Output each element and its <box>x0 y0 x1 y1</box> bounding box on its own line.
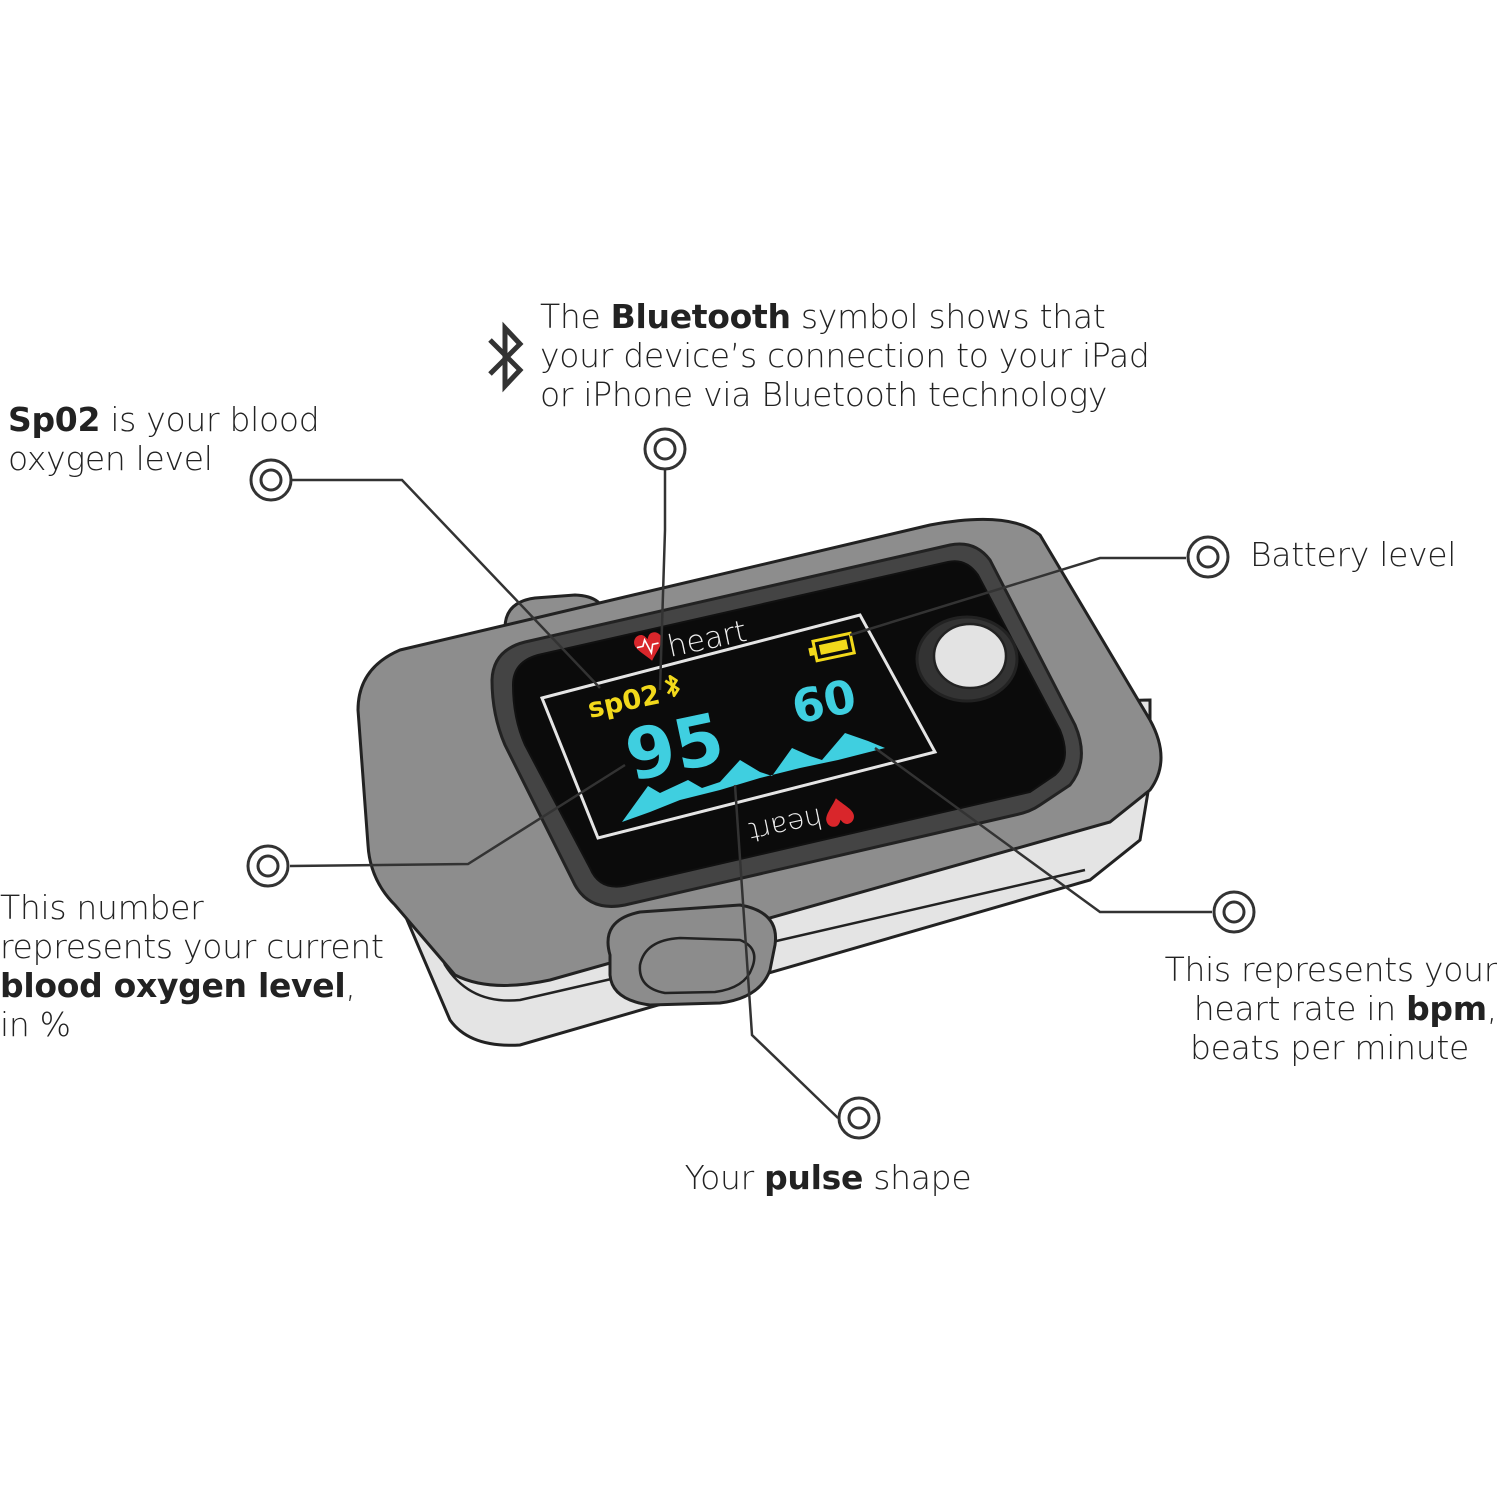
callout-marker-icon <box>1186 535 1230 579</box>
caption-text: , <box>345 966 356 1005</box>
callout-leader-lines <box>289 470 1212 1119</box>
caption-text: represents your current <box>0 927 384 966</box>
leader-number <box>289 763 626 868</box>
caption-text: Your <box>684 1158 765 1197</box>
front-clip-inner <box>638 936 756 995</box>
caption-text: This number <box>0 888 204 927</box>
callout-marker-icon <box>837 1096 881 1140</box>
caption-pulse: Your pulse shape <box>640 1158 1016 1197</box>
heart-logo-icon-bottom <box>826 798 854 827</box>
caption-text: The <box>540 297 611 336</box>
bluetooth-icon <box>488 321 524 393</box>
leader-heart-rate <box>874 746 1212 914</box>
caption-bold: pulse <box>764 1158 864 1197</box>
callout-marker-icon <box>246 844 290 888</box>
caption-bold: Sp02 <box>8 400 101 439</box>
caption-text: This represents your <box>1164 950 1497 989</box>
leader-spo2 <box>292 478 601 689</box>
leader-battery <box>849 556 1186 637</box>
caption-bold: bpm <box>1406 989 1487 1028</box>
power-button <box>932 622 1008 690</box>
caption-text: symbol shows that <box>790 297 1106 336</box>
caption-number: This number represents your current bloo… <box>0 888 384 1044</box>
heart-rate-value: 60 <box>787 669 861 735</box>
caption-battery: Battery level <box>1250 535 1456 574</box>
caption-text: your device’s connection to your iPad <box>540 336 1150 375</box>
caption-text: shape <box>863 1158 972 1197</box>
caption-text: in % <box>0 1005 71 1044</box>
callout-markers <box>246 427 1256 1140</box>
leader-pulse <box>733 784 839 1119</box>
caption-spo2: Sp02 is your blood oxygen level <box>8 400 320 478</box>
leader-bluetooth <box>658 470 667 691</box>
caption-text: , <box>1486 989 1497 1028</box>
caption-bold: blood oxygen level <box>0 966 346 1005</box>
caption-text: beats per minute <box>1190 1028 1469 1067</box>
heart-logo-icon <box>634 632 662 661</box>
callout-marker-icon <box>249 458 293 502</box>
caption-bold: Bluetooth <box>610 297 791 336</box>
bluetooth-screen-icon <box>664 674 680 698</box>
caption-bluetooth: The Bluetooth symbol shows that your dev… <box>540 297 1150 414</box>
battery-icon <box>808 631 857 663</box>
caption-text: Battery level <box>1250 535 1457 574</box>
callout-marker-icon <box>643 427 687 471</box>
spo2-value: 95 <box>618 697 730 797</box>
caption-text: heart rate in <box>1193 989 1407 1028</box>
caption-text: oxygen level <box>8 439 213 478</box>
caption-text: is your blood <box>100 400 320 439</box>
callout-marker-icon <box>1212 890 1256 934</box>
caption-text: or iPhone via Bluetooth technology <box>540 375 1108 414</box>
caption-heart-rate: This represents your heart rate in bpm, … <box>1140 950 1497 1067</box>
display-frame <box>539 613 938 840</box>
pulse-waveform <box>622 733 885 822</box>
